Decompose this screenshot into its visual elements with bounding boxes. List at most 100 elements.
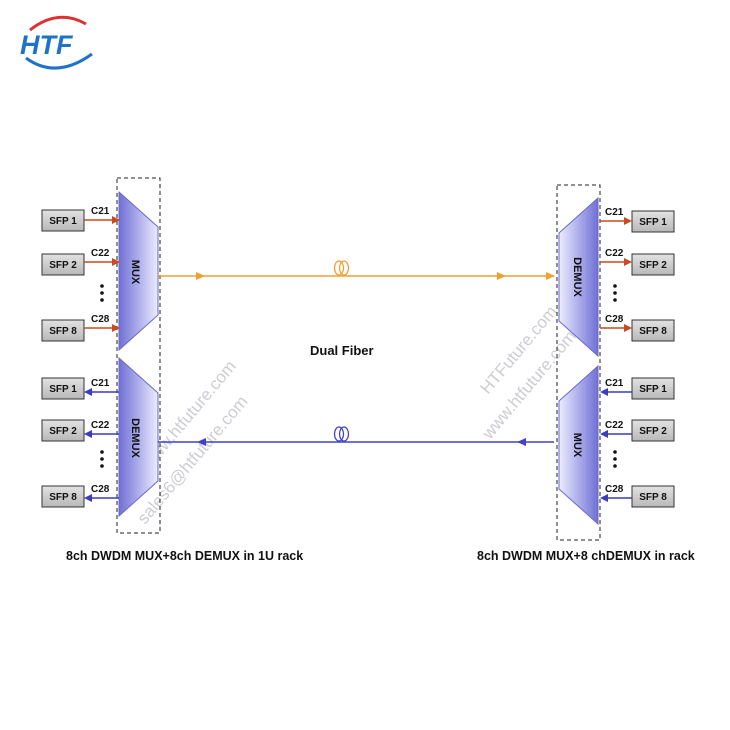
- sfp-box: [41, 485, 85, 508]
- dot: [613, 284, 617, 288]
- channel-label: C21: [91, 206, 110, 217]
- channel-label: C28: [91, 484, 110, 495]
- left-mux-port-1: SFP 1 C21: [41, 206, 120, 232]
- fiber-coil-icon: [333, 426, 350, 442]
- channel-label: C22: [91, 420, 110, 431]
- right-demux-port-8: SFP 8 C28: [600, 314, 675, 342]
- left-demux-ellipsis: [100, 450, 104, 468]
- arrow-head: [84, 494, 92, 502]
- dot: [613, 464, 617, 468]
- channel-label: C28: [605, 314, 624, 325]
- left-mux-port-8: SFP 8 C28: [41, 314, 120, 342]
- dual-fiber-label: Dual Fiber: [310, 343, 374, 358]
- arrow-head: [497, 272, 506, 280]
- channel-label: C21: [605, 378, 624, 389]
- fiber-coil-icon: [333, 260, 350, 276]
- sfp-label: SFP 8: [639, 492, 667, 503]
- arrow-head: [84, 430, 92, 438]
- arrow-head: [112, 324, 120, 332]
- sfp-label: SFP 1: [49, 384, 77, 395]
- right-demux-port-1: SFP 1 C21: [600, 207, 675, 233]
- arrow-head: [546, 272, 555, 280]
- sfp-label: SFP 1: [49, 216, 77, 227]
- lower-fiber-link: [158, 426, 554, 446]
- fiber-links: Dual Fiber: [158, 260, 555, 446]
- left-mux: MUX: [118, 190, 159, 352]
- sfp-box: [631, 377, 675, 400]
- sfp-box: [631, 419, 675, 442]
- dot: [100, 464, 104, 468]
- sfp-label: SFP 1: [639, 384, 667, 395]
- channel-label: C22: [91, 248, 110, 259]
- sfp-box: [631, 253, 675, 276]
- right-mux: MUX: [558, 364, 599, 526]
- right-mux-port-1: SFP 1 C21: [600, 377, 675, 400]
- dot: [100, 298, 104, 302]
- arrow-head: [112, 216, 120, 224]
- left-mux-label: MUX: [129, 260, 141, 285]
- sfp-label: SFP 8: [639, 326, 667, 337]
- htf-logo: HTF: [20, 15, 93, 70]
- left-demux: DEMUX: [118, 356, 159, 518]
- channel-label: C22: [605, 420, 624, 431]
- left-mux-ellipsis: [100, 284, 104, 302]
- sfp-label: SFP 2: [639, 260, 667, 271]
- channel-label: C21: [91, 378, 110, 389]
- sfp-label: SFP 8: [49, 326, 77, 337]
- channel-label: C28: [605, 484, 624, 495]
- sfp-box: [41, 253, 85, 276]
- left-mux-shape: [118, 190, 159, 352]
- right-mux-port-8: SFP 8 C28: [600, 484, 675, 508]
- right-mux-label: MUX: [571, 433, 583, 458]
- dot: [613, 457, 617, 461]
- sfp-label: SFP 1: [639, 217, 667, 228]
- channel-label: C22: [605, 248, 624, 259]
- right-demux-shape: [558, 196, 599, 358]
- dot: [613, 291, 617, 295]
- right-demux-label: DEMUX: [571, 257, 583, 297]
- dot: [100, 291, 104, 295]
- sfp-label: SFP 2: [49, 260, 77, 271]
- sfp-label: SFP 2: [49, 426, 77, 437]
- upper-fiber-link: [158, 260, 555, 280]
- logo-text: HTF: [20, 30, 74, 60]
- right-rack-outline: [556, 184, 601, 541]
- dot: [100, 284, 104, 288]
- logo-swoosh-bottom: [25, 52, 93, 70]
- right-mux-port-2: SFP 2 C22: [600, 419, 675, 442]
- sfp-box: [41, 377, 85, 400]
- right-demux-ellipsis: [613, 284, 617, 302]
- channel-label: C28: [91, 314, 110, 325]
- right-rack: DEMUX MUX SFP 1 C21 SFP 2 C22: [477, 184, 695, 563]
- arrow-head: [196, 272, 205, 280]
- arrow-head: [112, 258, 120, 266]
- sfp-box: [41, 419, 85, 442]
- arrow-head: [624, 324, 632, 332]
- watermarks: www.htfuture.com sales6@htfuture.com HTF…: [134, 302, 580, 527]
- left-rack-caption: 8ch DWDM MUX+8ch DEMUX in 1U rack: [66, 549, 303, 563]
- dot: [613, 450, 617, 454]
- left-rack-outline: [116, 177, 161, 534]
- right-mux-shape: [558, 364, 599, 526]
- arrow-head: [600, 430, 608, 438]
- right-demux: DEMUX: [558, 196, 599, 358]
- arrow-head: [517, 438, 526, 446]
- left-demux-port-8: SFP 8 C28: [41, 484, 119, 508]
- sfp-box: [631, 319, 675, 342]
- arrow-head: [600, 494, 608, 502]
- sfp-box: [631, 485, 675, 508]
- sfp-box: [41, 319, 85, 342]
- arrow-head: [624, 258, 632, 266]
- logo-swoosh-top: [29, 15, 87, 32]
- sfp-label: SFP 8: [49, 492, 77, 503]
- left-demux-shape: [118, 356, 159, 518]
- right-mux-ellipsis: [613, 450, 617, 468]
- left-demux-port-1: SFP 1 C21: [41, 377, 119, 400]
- left-rack: MUX DEMUX SFP 1 C21 SFP 2 C22: [41, 177, 303, 563]
- left-mux-port-2: SFP 2 C22: [41, 248, 120, 276]
- right-rack-caption: 8ch DWDM MUX+8 chDEMUX in rack: [477, 549, 695, 563]
- dot: [613, 298, 617, 302]
- arrow-head: [600, 388, 608, 396]
- left-demux-port-2: SFP 2 C22: [41, 419, 119, 442]
- right-demux-port-2: SFP 2 C22: [600, 248, 675, 276]
